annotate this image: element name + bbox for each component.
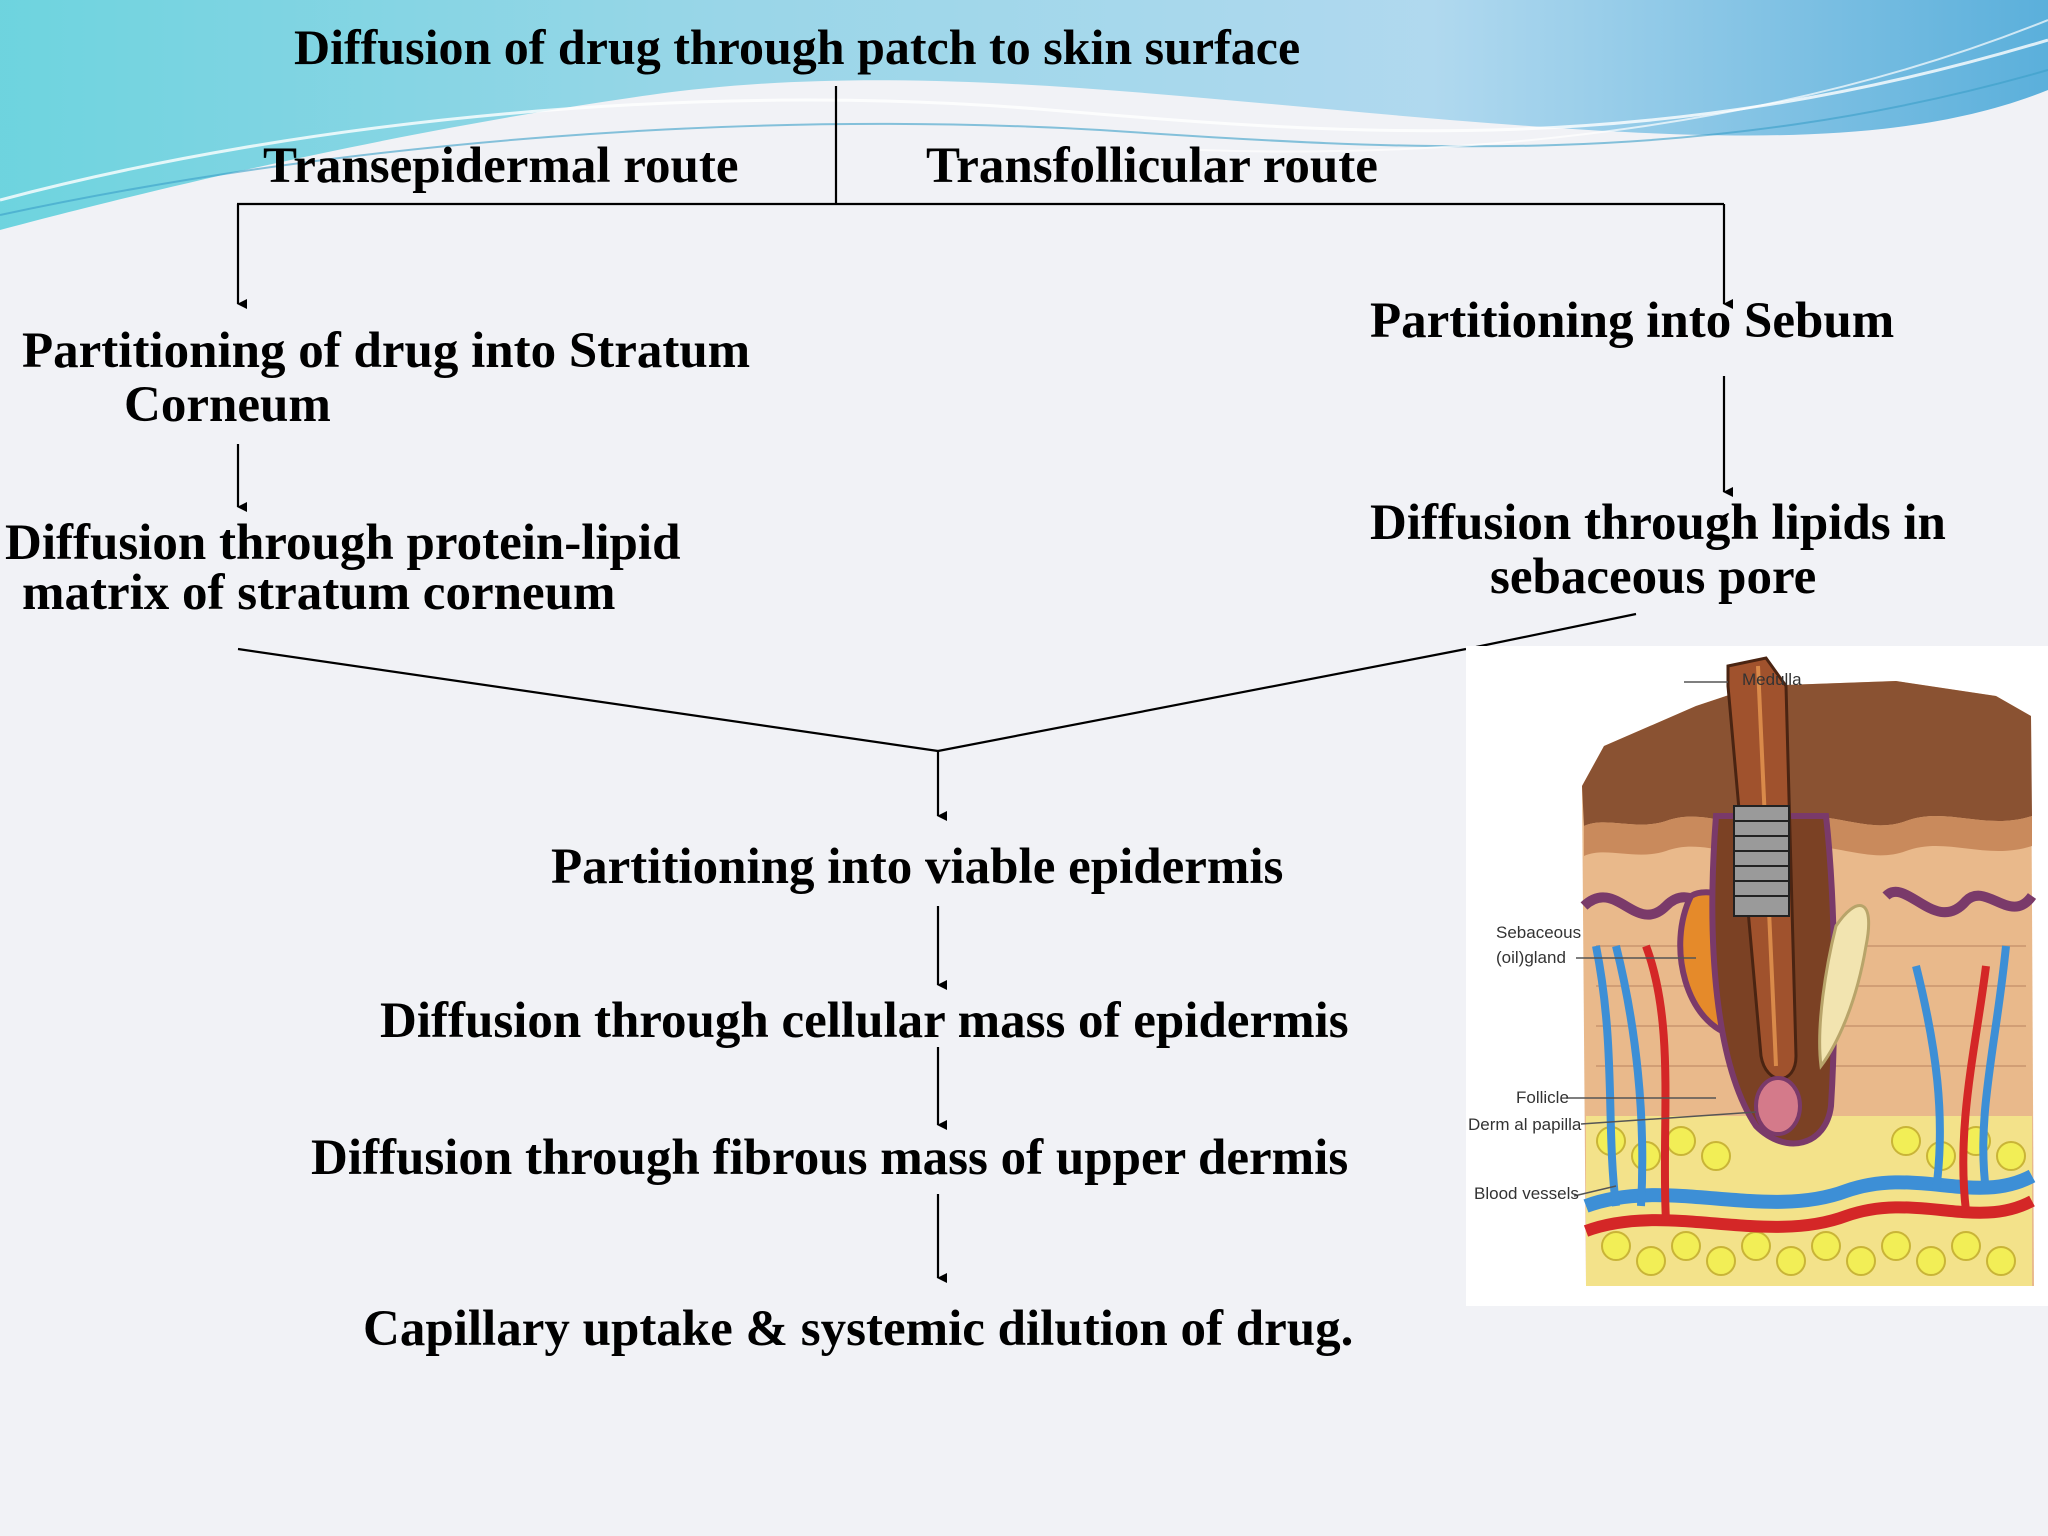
label-dermal-papilla: Derm al papilla <box>1468 1115 1582 1134</box>
left-step1-line1: Partitioning of drug into Stratum <box>22 323 751 379</box>
right-step2-line1: Diffusion through lipids in <box>1370 495 1946 551</box>
label-sebaceous-line1: Sebaceous <box>1496 923 1582 942</box>
merge-line-right-a <box>937 647 1467 753</box>
left-step1-line2: Corneum <box>124 377 331 433</box>
diagram-title: Diffusion of drug through patch to skin … <box>294 19 1301 75</box>
label-sebaceous-line2: (oil)gland <box>1496 948 1566 967</box>
route-label-transfollicular: Transfollicular route <box>926 138 1378 194</box>
merge-line-right-b <box>1475 612 1637 649</box>
label-follicle: Follicle <box>1516 1088 1569 1107</box>
common-step-2: Diffusion through cellular mass of epide… <box>380 993 1349 1049</box>
merge-line-left <box>237 647 939 753</box>
right-step1: Partitioning into Sebum <box>1370 293 1895 349</box>
label-medulla: Medulla <box>1742 670 1802 689</box>
header-wave-decoration <box>0 0 2048 230</box>
common-step-1: Partitioning into viable epidermis <box>551 839 1284 895</box>
left-step2-line1: Diffusion through protein-lipid <box>5 515 681 571</box>
route-label-transepidermal: Transepidermal route <box>263 138 739 194</box>
right-step2-line2: sebaceous pore <box>1490 549 1817 605</box>
skin-cross-section-illustration <box>1466 646 2048 1306</box>
left-step2-line2: matrix of stratum corneum <box>22 565 616 621</box>
common-step-3: Diffusion through fibrous mass of upper … <box>311 1130 1349 1186</box>
common-step-4: Capillary uptake & systemic dilution of … <box>363 1301 1354 1357</box>
label-blood-vessels: Blood vessels <box>1474 1184 1579 1203</box>
